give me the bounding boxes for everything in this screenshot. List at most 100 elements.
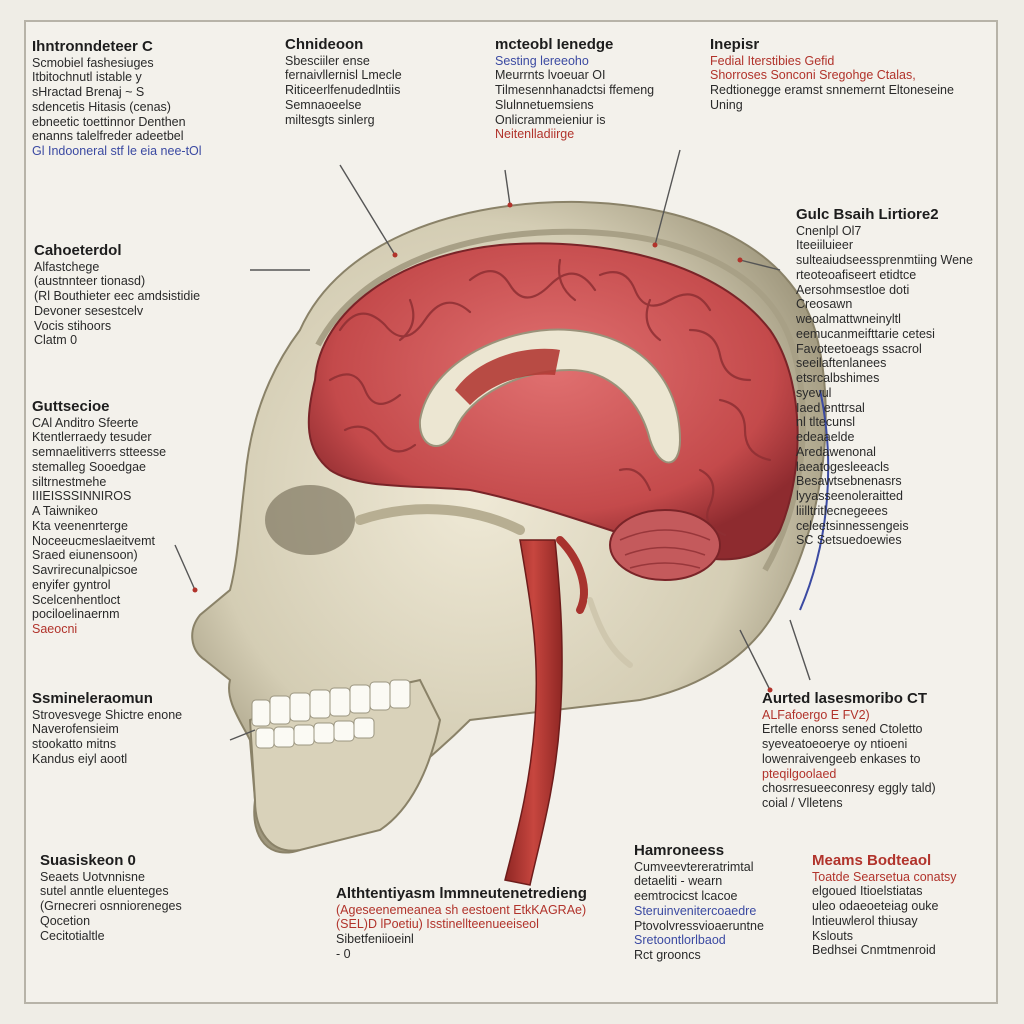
label-line: (SEL)D lPoetiu) Isstinellteenueeiseol: [336, 917, 539, 932]
label-line: Cnenlpl Ol7: [796, 223, 862, 238]
label-line: Kta veenenrterge: [32, 518, 128, 533]
label-heading: mcteobl Ienedge: [495, 36, 614, 53]
label-line: chosrresueeconresy eggly tald): [762, 781, 936, 796]
label-line: Semnaoeelse: [285, 97, 362, 112]
label-heading: Chnideoon: [285, 36, 364, 53]
label-line: siltrnestmehe: [32, 474, 107, 489]
label-line: Naverofensieim: [32, 722, 119, 737]
label-line: enanns talelfreder adeetbel: [32, 129, 184, 144]
label-line: Rct grooncs: [634, 948, 701, 963]
label-line: A Taiwnikeo: [32, 504, 98, 519]
label-line: Sraed eiunensoon): [32, 548, 138, 563]
label-line: coial / Vlletens: [762, 796, 843, 811]
label-line: eemucanmeifttarie cetesi: [796, 326, 935, 341]
label-heading: Hamroneess: [634, 842, 725, 859]
label-line: sulteaiudseessprenmtiing Wene: [796, 253, 973, 268]
label-line: lyyasseenoleraitted: [796, 489, 904, 504]
label-bottom-left: Suasiskeon 0 Seaets Uotvnnisne sutel ann…: [40, 852, 182, 943]
label-line: stemalleg Sooedgae: [32, 459, 146, 474]
label-line: etsrcalbshimes: [796, 371, 880, 386]
label-line: Iaed enttrsal: [796, 400, 865, 415]
label-left-upper: Cahoeterdol Alfastchege (austnnteer tion…: [34, 242, 200, 348]
label-line: semnaelitiverrs stteesse: [32, 445, 167, 460]
label-line: Sesting lereeoho: [495, 53, 589, 68]
label-line: (Ageseenemeanea sh eestoent EtkKAGRAe): [336, 902, 587, 917]
label-bottom-center-2: Hamroneess Cumveevtereratrimtal detaelit…: [634, 842, 764, 963]
label-line: Kslouts: [812, 928, 853, 943]
label-line: stookatto mitns: [32, 737, 117, 752]
label-line: IIIEISSSINNIROS: [32, 489, 132, 504]
carotid-artery: [504, 539, 563, 886]
artery-branch: [556, 536, 588, 614]
label-line: syevul: [796, 385, 832, 400]
label-line: Onlicrammeieniur is: [495, 112, 606, 127]
label-heading: Ihntronndeteer C: [32, 38, 153, 55]
label-line: Strovesvege Shictre enone: [32, 707, 183, 722]
label-line: Redtionegge eramst snnemernt Eltoneseine: [710, 83, 954, 98]
label-line: Noceeucmeslaeitvemt: [32, 533, 155, 548]
label-line: Aredawenonal: [796, 444, 876, 459]
label-line: Seaets Uotvnnisne: [40, 869, 145, 884]
label-line: pociloelinaernm: [32, 607, 120, 622]
label-line: - 0: [336, 946, 351, 961]
label-line: Clatm 0: [34, 333, 78, 348]
corpus-callosum: [418, 328, 682, 464]
label-line: Fedial Iterstibies Gefid: [710, 53, 835, 68]
label-line: Bedhsei Cnmtmenroid: [812, 943, 936, 958]
label-line: Sibetfeniioeinl: [336, 932, 414, 947]
label-line: Vocis stihoors: [34, 318, 112, 333]
label-heading: Cahoeterdol: [34, 242, 122, 259]
skull-rim: [315, 228, 806, 572]
label-line: SC Setsuedoewies: [796, 533, 902, 548]
label-top-right: Inepisr Fedial Iterstibies Gefid Shorros…: [710, 36, 954, 113]
brain-cerebrum: [307, 242, 799, 561]
label-line: Kandus eiyl aootl: [32, 751, 128, 766]
label-line: Riticeerlfenudedlntiis: [285, 83, 401, 98]
cerebellum: [609, 509, 721, 581]
label-heading: Guttsecioe: [32, 398, 110, 415]
label-line: sHractad Brenaj ~ S: [32, 85, 145, 100]
label-line: Tilmesennhanadctsi ffemeng: [495, 83, 655, 98]
posterior-contour-line: [799, 389, 830, 611]
label-line: Ertelle enorss sened Ctoletto: [762, 722, 923, 737]
label-heading: Aurted lasesmoribo CT: [762, 690, 928, 707]
label-line: nl tltecunsl: [796, 415, 856, 430]
label-line: Ptovolvressvioaeruntne: [634, 918, 764, 933]
label-line: elgoued Itioelstiatas: [812, 884, 923, 899]
label-line: fernaivllernisl Lmecle: [285, 68, 402, 83]
label-line: Steruinvenitercoaedre: [634, 903, 757, 918]
label-line: eemtrocicst lcacoe: [634, 889, 738, 904]
label-line: CAl Anditro Sfeerte: [32, 415, 139, 430]
label-heading: Althtentiyasm lmmneutenetredieng: [336, 885, 587, 902]
label-line: sutel anntle eluenteges: [40, 884, 169, 899]
label-line: Savrirecunalpicsoe: [32, 563, 138, 578]
label-top-left: Ihntronndeteer C Scmobiel fashesiuges It…: [32, 38, 202, 159]
nerve-branch: [587, 597, 633, 668]
label-line: lntieuwlerol thiusay: [812, 913, 918, 928]
label-line: seeilaftenlanees: [796, 356, 887, 371]
teeth: [251, 679, 411, 749]
label-line: ebneetic toettinnor Denthen: [32, 114, 186, 129]
label-line: (Grnecreri osnnioreneges: [40, 899, 182, 914]
label-left-middle: Guttsecioe CAl Anditro Sfeerte Ktentlerr…: [32, 398, 166, 637]
label-line: Shorroses Sonconi Sregohge Ctalas,: [710, 68, 916, 83]
label-heading: Gulc Bsaih Lirtiore2: [796, 206, 939, 223]
eye-socket: [265, 485, 355, 555]
label-heading: Meams Bodteaol: [812, 852, 932, 869]
label-line: Toatde Searsetua conatsy: [812, 869, 957, 884]
label-line: Devoner sesestcelv: [34, 303, 144, 318]
label-line: weoalmattwneinyltl: [796, 312, 901, 327]
label-line: Favoteetoeags ssacrol: [796, 341, 922, 356]
label-line: liilltritlecnegeees: [796, 503, 888, 518]
label-line: laeatogesleeacls: [796, 459, 890, 474]
label-line: uleo odaeoeteiag ouke: [812, 899, 939, 914]
label-line: Creosawn: [796, 297, 853, 312]
label-line: Alfastchege: [34, 259, 100, 274]
label-line: Cecitotialtle: [40, 928, 105, 943]
label-top-center-1: Chnideoon Sbesciiler ense fernaivllernis…: [285, 36, 402, 127]
label-line: Scmobiel fashesiuges: [32, 55, 154, 70]
label-line: Qocetion: [40, 913, 91, 928]
label-left-lower: Ssmineleraomun Strovesvege Shictre enone…: [32, 690, 182, 767]
